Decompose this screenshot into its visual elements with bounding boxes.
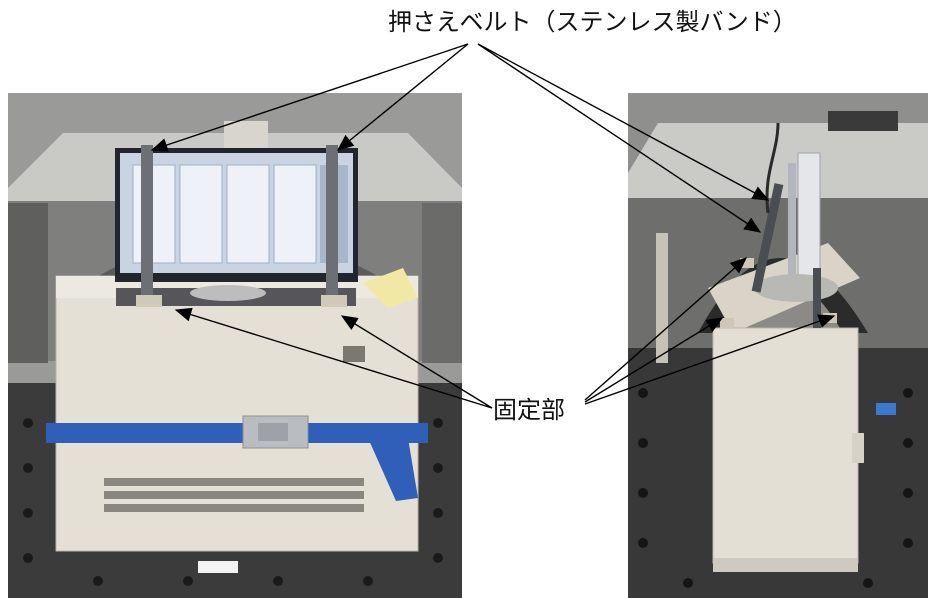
front-view-photo (8, 93, 462, 598)
belt-label: 押さえベルト（ステンレス製バンド） (388, 8, 797, 36)
side-view-photo (628, 93, 928, 598)
fixing-label: 固定部 (493, 396, 565, 424)
